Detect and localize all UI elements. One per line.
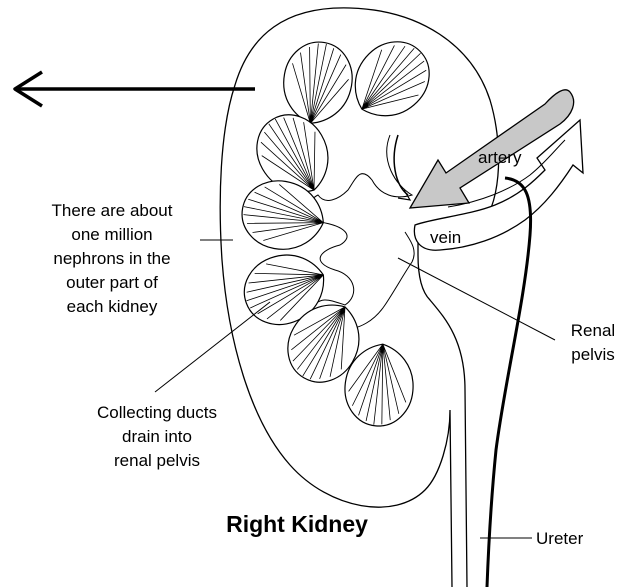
ureter-label: Ureter xyxy=(536,529,584,548)
svg-text:Collecting ducts: Collecting ducts xyxy=(97,403,217,422)
svg-text:one million: one million xyxy=(71,225,152,244)
svg-text:outer part of: outer part of xyxy=(66,273,158,292)
artery-label: artery xyxy=(478,148,522,167)
collecting-leader xyxy=(155,302,270,392)
ureter-line xyxy=(487,178,531,587)
renal-pelvis-label: Renal pelvis xyxy=(571,321,615,364)
svg-text:nephrons in the: nephrons in the xyxy=(53,249,170,268)
svg-text:renal pelvis: renal pelvis xyxy=(114,451,200,470)
renal-pelvis-leader xyxy=(398,258,555,340)
nephrons-label: There are about one million nephrons in … xyxy=(52,201,173,316)
svg-text:pelvis: pelvis xyxy=(571,345,614,364)
renal-lobe xyxy=(338,27,444,133)
collecting-ducts-label: Collecting ducts drain into renal pelvis xyxy=(97,403,217,470)
svg-text:drain into: drain into xyxy=(122,427,192,446)
svg-text:Renal: Renal xyxy=(571,321,615,340)
diagram-title: Right Kidney xyxy=(226,511,368,537)
svg-text:There are about: There are about xyxy=(52,201,173,220)
vein-label: vein xyxy=(430,228,461,247)
pelvis-hook xyxy=(394,135,408,195)
svg-text:each kidney: each kidney xyxy=(67,297,158,316)
